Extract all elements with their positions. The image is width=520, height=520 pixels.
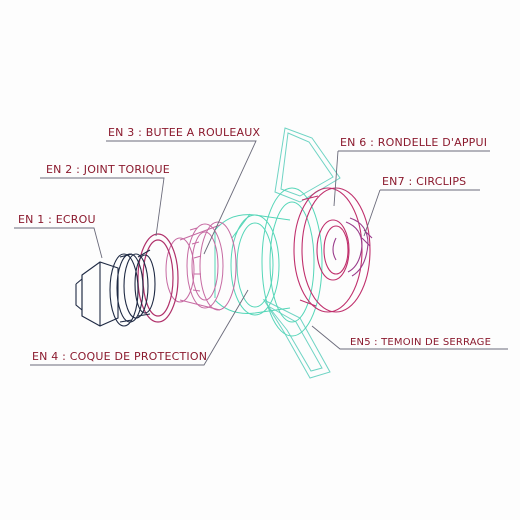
label-en2-joint-torique: EN 2 : JOINT TORIQUE xyxy=(46,163,170,176)
leader-en6 xyxy=(333,150,490,207)
label-en1-ecrou: EN 1 : ECROU xyxy=(18,213,96,226)
leader-en5 xyxy=(311,325,508,350)
label-en5-temoin-de-serrage: EN5 : TEMOIN DE SERRAGE xyxy=(350,337,492,348)
rondelle-dappui-part xyxy=(293,187,371,313)
leader-en4 xyxy=(30,289,249,366)
leader-en7 xyxy=(363,189,480,237)
circlips-part xyxy=(332,217,373,277)
label-en6-rondelle-dappui: EN 6 : RONDELLE D'APPUI xyxy=(340,136,488,149)
leader-en1 xyxy=(14,227,103,259)
leader-en2 xyxy=(40,177,165,237)
label-en7-circlips: EN7 : CIRCLIPS xyxy=(382,175,467,188)
label-en3-butee-a-rouleaux: EN 3 : BUTEE A ROULEAUX xyxy=(108,126,261,139)
butee-a-rouleaux-part xyxy=(165,221,237,311)
leader-en3 xyxy=(106,140,257,255)
ecrou-part xyxy=(75,249,156,327)
label-en4-coque-de-protection: EN 4 : COQUE DE PROTECTION xyxy=(32,350,208,363)
leader-lines xyxy=(14,140,508,366)
coque-de-protection-part xyxy=(214,187,323,337)
